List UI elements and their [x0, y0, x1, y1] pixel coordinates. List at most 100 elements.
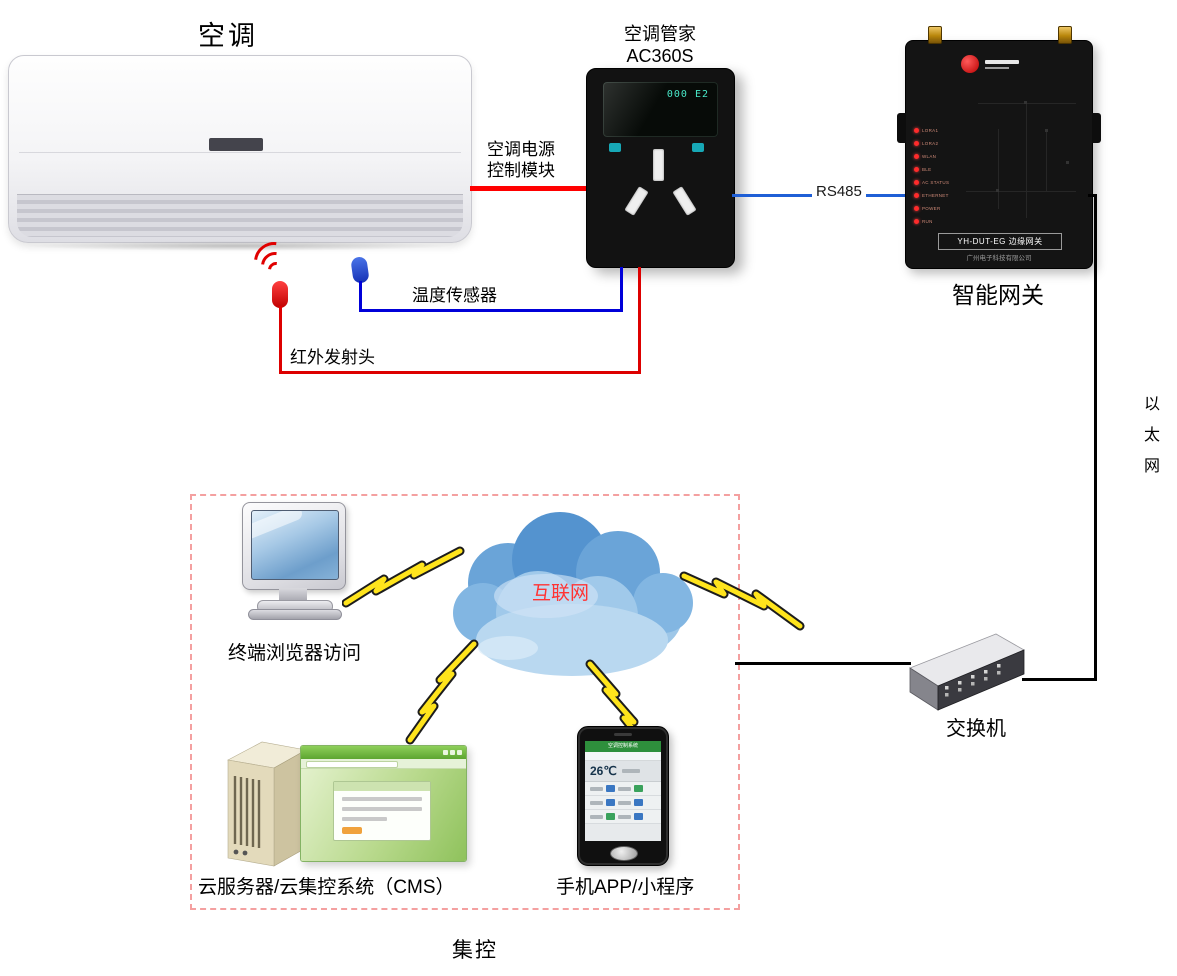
- led-label: POWER: [922, 205, 941, 211]
- led-icon: [914, 218, 919, 224]
- ac-panel-seam: [19, 152, 461, 153]
- gateway-company-label: 广州电子科技有限公司: [966, 255, 1032, 262]
- gateway-wordmark-sub: [985, 67, 1009, 69]
- sensor-wire: [359, 309, 623, 312]
- cms-login-button: [342, 827, 362, 834]
- phone-control-row: [585, 810, 661, 824]
- switch-label: 交换机: [946, 718, 1006, 740]
- gateway-logo: [961, 55, 979, 73]
- led-label: RUN: [922, 218, 933, 224]
- internet-label: 互联网: [532, 583, 590, 604]
- led-icon: [914, 205, 919, 211]
- cms-form-line: [342, 807, 422, 811]
- led-label: AC STATUS: [922, 179, 950, 185]
- power-wire: [470, 186, 587, 191]
- cms-form-line: [342, 797, 422, 801]
- ir-emitter: [272, 281, 288, 308]
- screen-glare: [252, 511, 305, 544]
- socket-slot-left: [624, 186, 649, 216]
- led-row: LORA1: [914, 125, 938, 135]
- sensor-wire: [359, 281, 362, 312]
- phone-temp-row: 26℃: [585, 761, 661, 782]
- cluster-group-box: [190, 494, 740, 910]
- eth-wire-stub: [1088, 194, 1097, 197]
- ethernet-label: 以 太 网: [1144, 390, 1160, 476]
- cloud-switch-wire: [735, 662, 911, 665]
- air-conditioner: [8, 55, 472, 243]
- led-icon: [914, 166, 919, 172]
- eth-wire-to-switch: [1022, 678, 1097, 681]
- cms-addressbar: [301, 759, 466, 769]
- phone-control-row: [585, 796, 661, 810]
- gateway-model-label: YH-DUT-EG 边缘网关: [938, 233, 1062, 250]
- circuit-dot: [1045, 129, 1048, 132]
- ir-wire: [279, 306, 282, 374]
- lightning-bolt-phone: [585, 659, 645, 743]
- ac-shadow: [22, 241, 452, 251]
- power-module-label-line2: 控制模块: [487, 161, 555, 180]
- led-label: WLAN: [922, 153, 937, 159]
- monitor-base-foot: [248, 609, 342, 620]
- ir-emitter-label: 红外发射头: [290, 348, 375, 367]
- cms-titlebar: [301, 746, 466, 759]
- control-chip: [606, 813, 615, 820]
- socket-button-left: [609, 143, 621, 152]
- phone-control-row: [585, 782, 661, 796]
- terminal-computer: [242, 502, 346, 622]
- control-label: [618, 800, 631, 805]
- maximize-icon: [450, 750, 455, 755]
- control-label: [618, 814, 631, 819]
- cms-label: 云服务器/云集控系统（CMS）: [198, 877, 455, 898]
- led-icon: [914, 153, 919, 159]
- led-icon: [914, 127, 919, 133]
- socket-slot-right: [672, 186, 697, 216]
- ac-vent: [17, 194, 463, 237]
- phone-app-header: 空调控制系统: [585, 741, 661, 752]
- lightning-bolt-terminal: [342, 546, 465, 608]
- circuit-trace: [1026, 103, 1027, 218]
- led-icon: [914, 140, 919, 146]
- monitor-bezel: [242, 502, 346, 590]
- led-label: LORA1: [922, 127, 939, 133]
- socket-slot-top: [653, 149, 664, 181]
- ac-brand-badge: [209, 138, 263, 151]
- ethernet-char: 网: [1144, 458, 1161, 475]
- control-chip: [606, 799, 615, 806]
- socket-button-right: [692, 143, 704, 152]
- phone-temp-value: 26℃: [590, 764, 617, 778]
- phone-home-button: [610, 846, 638, 861]
- socket-display: 000 E2: [603, 82, 718, 137]
- cms-card-header: [334, 782, 430, 791]
- temp-sensor-label: 温度传感器: [412, 286, 497, 305]
- control-label: [590, 814, 603, 819]
- minimize-icon: [443, 750, 448, 755]
- gateway-mount-ear-right: [1092, 113, 1101, 143]
- close-icon: [457, 750, 462, 755]
- led-row: RUN: [914, 216, 933, 226]
- led-row: LORA2: [914, 138, 938, 148]
- sensor-wire: [620, 267, 623, 312]
- led-row: POWER: [914, 203, 941, 213]
- circuit-trace: [1046, 131, 1047, 191]
- control-chip: [634, 813, 643, 820]
- internet-cloud: [453, 512, 693, 676]
- control-chip: [606, 785, 615, 792]
- control-label: [618, 786, 631, 791]
- phone-screen: 空调控制系统 26℃: [585, 741, 661, 841]
- circuit-dot: [1066, 161, 1069, 164]
- ir-wire: [279, 371, 641, 374]
- led-row: ETHERNET: [914, 190, 949, 200]
- ac-label: 空调: [198, 21, 258, 51]
- cluster-label: 集控: [452, 939, 498, 962]
- control-label: [590, 800, 603, 805]
- cms-login-card: [333, 781, 431, 841]
- mobile-label: 手机APP/小程序: [556, 877, 695, 898]
- led-icon: [914, 192, 919, 198]
- ir-wire: [638, 267, 641, 374]
- ethernet-char: 以: [1144, 396, 1161, 413]
- power-module-label: 空调电源 控制模块: [487, 139, 555, 181]
- gateway-mount-ear-left: [897, 113, 906, 143]
- led-label: ETHERNET: [922, 192, 949, 198]
- ethernet-char: 太: [1144, 427, 1161, 444]
- led-row: WLAN: [914, 151, 936, 161]
